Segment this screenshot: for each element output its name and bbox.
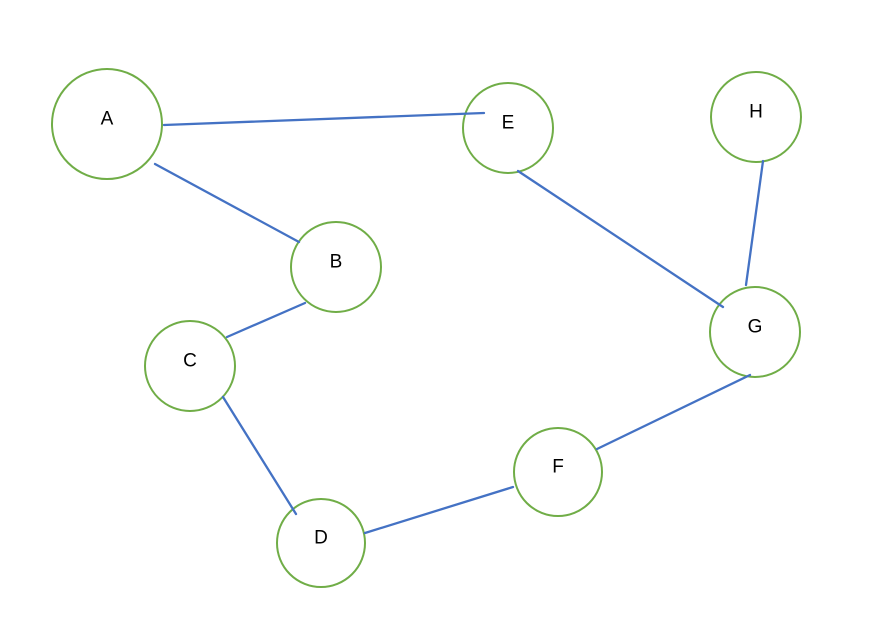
edge-H-G (744, 159, 765, 287)
edges-layer (153, 111, 765, 535)
edge-B-C (225, 301, 307, 339)
nodes-layer: A B C D E F G H (51, 68, 802, 588)
node-A-label: A (101, 109, 114, 130)
node-E[interactable]: E (462, 82, 554, 174)
node-F-circle (513, 427, 603, 517)
node-D[interactable]: D (276, 498, 366, 588)
node-H-label: H (749, 102, 763, 123)
node-H-circle (710, 71, 802, 163)
edge-D-F (363, 485, 515, 535)
node-G[interactable]: G (709, 286, 801, 378)
node-B-label: B (330, 252, 343, 273)
node-F-label: F (552, 457, 564, 478)
node-D-circle (276, 498, 366, 588)
node-H[interactable]: H (710, 71, 802, 163)
node-A-circle (51, 68, 163, 180)
node-A[interactable]: A (51, 68, 163, 180)
node-G-label: G (748, 317, 763, 338)
node-G-circle (709, 286, 801, 378)
node-B-circle (290, 221, 382, 313)
edge-A-B (153, 162, 301, 244)
node-D-label: D (314, 528, 328, 549)
node-C-circle (144, 320, 236, 412)
node-E-circle (462, 82, 554, 174)
node-C[interactable]: C (144, 320, 236, 412)
node-B[interactable]: B (290, 221, 382, 313)
edge-F-G (595, 373, 752, 451)
node-C-label: C (183, 351, 197, 372)
node-E-label: E (502, 113, 515, 134)
edge-E-G (516, 169, 725, 309)
node-F[interactable]: F (513, 427, 603, 517)
edge-C-D (221, 395, 298, 516)
edge-A-E (162, 111, 486, 127)
